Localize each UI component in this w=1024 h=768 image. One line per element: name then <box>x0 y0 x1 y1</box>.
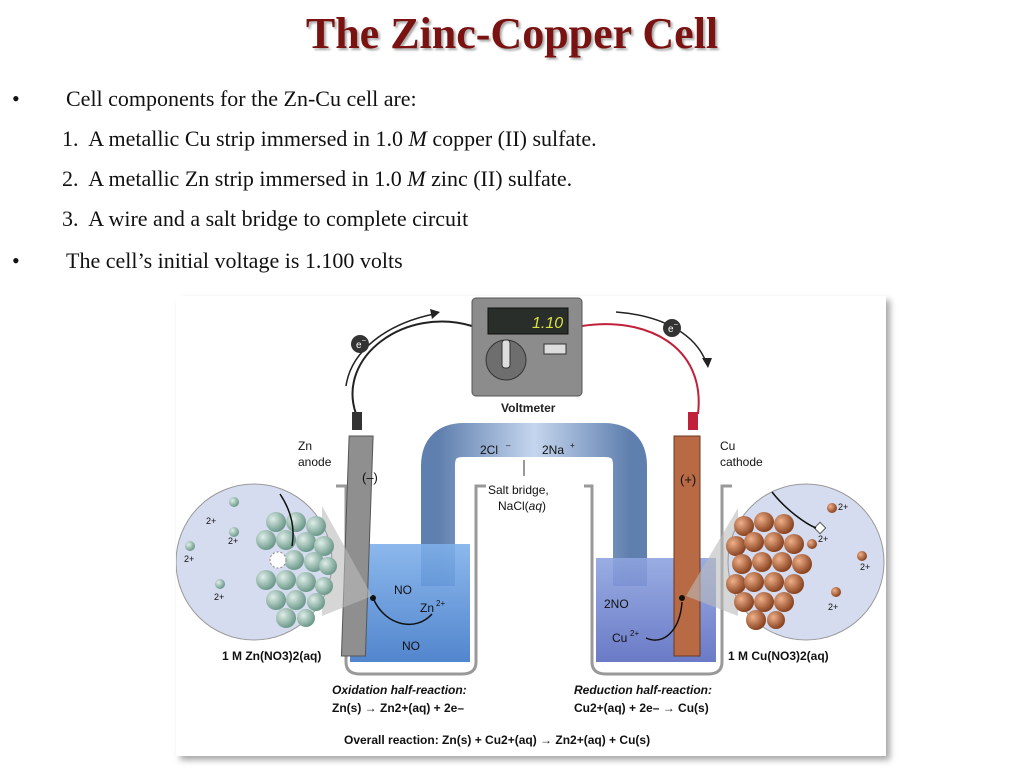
reduction-equation: Cu2+(aq) + 2e– → Cu(s) <box>574 701 709 715</box>
svg-text:2+: 2+ <box>828 602 838 612</box>
zn-label: Zn <box>298 439 312 453</box>
bullet-dot: • <box>12 248 20 273</box>
page-title: The Zinc-Copper Cell <box>305 9 719 58</box>
svg-text:2NO: 2NO <box>604 597 629 611</box>
oxidation-title: Oxidation half-reaction: <box>332 683 467 697</box>
item-number: 1. <box>62 126 79 151</box>
svg-text:NO: NO <box>394 583 412 597</box>
item-text: A metallic Cu strip immersed in 1.0 <box>88 126 409 151</box>
bullet-text: Cell components for the Zn-Cu cell are: <box>66 86 417 111</box>
cu-label: Cu <box>720 439 735 453</box>
electron-badge-right: e – <box>663 319 681 337</box>
left-wire <box>351 320 473 415</box>
svg-text:NaCl(aq): NaCl(aq) <box>498 499 546 513</box>
cathode-label: cathode <box>720 455 763 469</box>
item-text: A metallic Zn strip immersed in 1.0 <box>88 166 408 191</box>
molarity-symbol: M <box>408 126 427 151</box>
oxidation-equation: Zn(s) → Zn2+(aq) + 2e– <box>332 701 464 715</box>
svg-text:–: – <box>506 441 511 450</box>
zinc-zoom-circle: 2+ 2+ 2+ 2+ <box>175 483 372 641</box>
right-wire <box>581 323 700 415</box>
svg-text:2Na: 2Na <box>542 443 564 457</box>
svg-text:Zn: Zn <box>420 601 434 615</box>
item-number: 3. <box>62 206 79 231</box>
svg-text:2+: 2+ <box>818 534 828 544</box>
svg-text:2+: 2+ <box>228 536 238 546</box>
reduction-title: Reduction half-reaction: <box>574 683 712 697</box>
galvanic-cell-figure: e – e – 1.10 Voltmeter 2Cl – 2Na + Salt … <box>175 296 886 756</box>
copper-zoom-circle: 2+ 2+ 2+ 2+ <box>686 483 885 641</box>
svg-text:(+): (+) <box>680 472 696 487</box>
svg-text:+: + <box>570 441 575 450</box>
svg-text:2+: 2+ <box>838 502 848 512</box>
zn-terminal <box>352 412 362 430</box>
numbered-item: 2. A metallic Zn strip immersed in 1.0 M… <box>62 166 572 192</box>
svg-text:e: e <box>668 324 674 335</box>
voltmeter: 1.10 Voltmeter <box>471 297 583 415</box>
anode-beaker: (–) NO Zn 2+ NO <box>336 435 486 676</box>
numbered-item: 3. A wire and a salt bridge to complete … <box>62 206 468 232</box>
svg-text:–: – <box>362 337 366 344</box>
bullet-text: The cell’s initial voltage is 1.100 volt… <box>66 248 403 273</box>
salt-bridge: 2Cl – 2Na + Salt bridge, NaCl(aq) <box>421 423 647 586</box>
svg-text:2+: 2+ <box>630 629 639 638</box>
overall-reaction: Overall reaction: Zn(s) + Cu2+(aq) → Zn2… <box>344 733 650 747</box>
bullet-dot: • <box>12 86 20 111</box>
svg-text:2+: 2+ <box>214 592 224 602</box>
svg-text:e: e <box>356 340 362 351</box>
electron-badge-left: e – <box>351 335 369 353</box>
svg-text:2+: 2+ <box>860 562 870 572</box>
electron-arrow-left <box>345 313 435 387</box>
anode-label: anode <box>298 455 332 469</box>
right-solution-label: 1 M Cu(NO3)2(aq) <box>728 649 829 663</box>
svg-text:2+: 2+ <box>436 599 445 608</box>
cu-terminal <box>688 412 698 430</box>
svg-text:–: – <box>674 321 678 328</box>
item-text: A wire and a salt bridge to complete cir… <box>88 206 469 231</box>
left-solution-label: 1 M Zn(NO3)2(aq) <box>222 649 321 663</box>
voltmeter-label: Voltmeter <box>501 401 556 415</box>
voltmeter-display: 1.10 <box>532 315 563 332</box>
molarity-symbol: M <box>407 166 426 191</box>
svg-text:2Cl: 2Cl <box>480 443 498 457</box>
svg-text:2+: 2+ <box>184 554 194 564</box>
numbered-item: 1. A metallic Cu strip immersed in 1.0 M… <box>62 126 597 152</box>
item-text-end: zinc (II) sulfate. <box>425 166 573 191</box>
svg-text:Salt bridge,: Salt bridge, <box>488 483 549 497</box>
cathode-beaker: (+) 2NO Cu 2+ <box>584 435 732 676</box>
item-text-end: copper (II) sulfate. <box>426 126 597 151</box>
svg-text:Cu: Cu <box>612 631 627 645</box>
svg-text:2+: 2+ <box>206 516 216 526</box>
svg-text:(–): (–) <box>362 470 378 485</box>
svg-text:NO: NO <box>402 639 420 653</box>
item-number: 2. <box>62 166 79 191</box>
